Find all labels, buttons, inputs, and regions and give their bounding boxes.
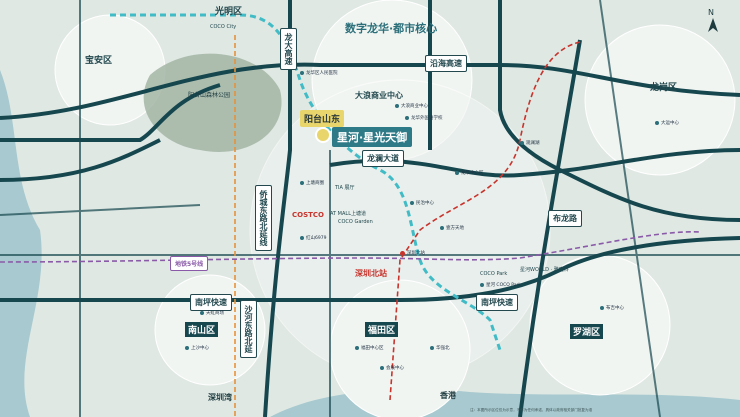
poi-item: 天虹商场 [200,310,224,316]
poi-dot-icon [395,104,399,108]
poi-dot-icon [405,116,409,120]
label-hongkong: 香港 [440,391,456,400]
poi-dot-icon [355,346,359,350]
project-tag: 阳台山东 [300,110,345,127]
poi-item: 龙华中心区 [455,170,484,176]
road-longhua-ave: 龙澜大道 [362,150,404,167]
road-shahe: 沙河东路北延 [240,300,257,358]
poi-dot-icon [300,71,304,75]
district-guangming: 光明区 [215,7,243,17]
yangtai-park-area [143,53,282,152]
sea-west [0,70,42,417]
poi-item: 红山6979 [300,235,326,241]
poi-item: 民治中心 [410,200,434,206]
road-bulong: 布龙路 [548,210,582,227]
landmark-coco-garden: COCO Garden [338,219,373,225]
district-longhua-center: 数字龙华·都市核心 [345,22,438,35]
district-futian: 福田区 [365,322,399,337]
landmark-yangtai-park: 阳台山森林公园 [188,92,231,99]
landmark-coco-park: COCO Park [480,271,508,277]
landmark-atmall: AT MALL上塘道 [330,211,366,217]
label-shenzhen-bay: 深圳湾 [208,393,232,402]
poi-dot-icon [410,201,414,205]
footnote: 注：本图所示区位仅为示意，不作为任何承诺，具体以政府相关部门批复为准 [470,408,593,412]
road-nanping-west: 南坪快速 [190,294,232,311]
poi-dot-icon [430,346,434,350]
poi-item: 星河 COCO Park [480,282,521,288]
landmark-tia: TIA 展厅 [335,185,355,191]
district-longgang: 龙岗区 [650,83,678,93]
poi-dot-icon [200,311,204,315]
project-name: 星河·星光天御 [332,127,413,147]
district-baoan: 宝安区 [85,56,113,66]
poi-item: 壹方天地 [440,225,464,231]
poi-dot-icon [300,236,304,240]
road-metro5: 地铁5号线 [170,256,209,271]
metro-line-purple [0,231,701,263]
poi-dot-icon [655,121,659,125]
poi-item: 华强北 [430,345,450,351]
poi-dot-icon [380,366,384,370]
road-qiaocheng: 侨城东路北延线 [255,185,272,251]
poi-dot-icon [300,181,304,185]
poi-item: 福田中心区 [355,345,384,351]
poi-dot-icon [480,283,484,287]
landmark-costco: COSTCO [292,211,324,219]
district-nanshan: 南山区 [185,322,219,337]
poi-item: 会展中心 [380,365,404,371]
poi-dot-icon [455,171,459,175]
poi-item: 布吉中心 [600,305,624,311]
poi-item: 龙华区人民医院 [300,70,338,76]
poi-dot-icon [440,226,444,230]
road-longda: 龙大高速 [280,28,297,70]
poi-item: 深圳北站 [400,250,425,256]
label-shenzhen-north: 深圳北站 [355,269,387,278]
station-pin-icon [400,250,405,256]
circle-longgang [584,24,736,176]
compass-n: N [708,8,714,17]
poi-item: 观澜湖 [520,140,540,146]
poi-item: 上沙中心 [185,345,209,351]
poi-item: 上塘商圈 [300,180,324,186]
poi-item: 大浪商业中心 [395,103,428,109]
project-marker [315,127,331,143]
district-luohu: 罗湖区 [570,324,604,339]
landmark-bay-world: 星河WORLD · 雅宝科 [520,267,569,273]
road-nanping-east: 南坪快速 [476,294,518,311]
metro-line-red [389,41,581,401]
poi-dot-icon [600,306,604,310]
landmark-dalang: 大浪商业中心 [355,91,403,100]
poi-item: 龙华外国语学校 [405,115,443,121]
north-arrow-icon [708,18,718,32]
road-yanhai: 沿海高速 [425,55,467,72]
poi-dot-icon [520,141,524,145]
landmark-coco-city: COCO City [210,24,237,30]
poi-dot-icon [185,346,189,350]
poi-item: 大运中心 [655,120,679,126]
